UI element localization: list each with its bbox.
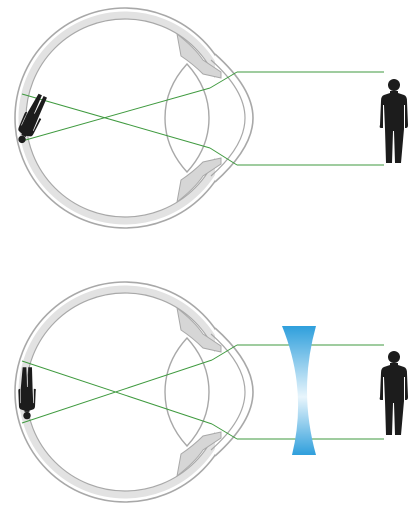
panel-uncorrected [13,8,408,228]
person-figure-bottom [379,351,408,435]
concave-lens [282,326,316,455]
eye-bottom [15,282,253,502]
panel-corrected [15,282,408,502]
eye-top [15,8,253,228]
rays-top [21,71,384,166]
person-figure-top [379,79,408,163]
